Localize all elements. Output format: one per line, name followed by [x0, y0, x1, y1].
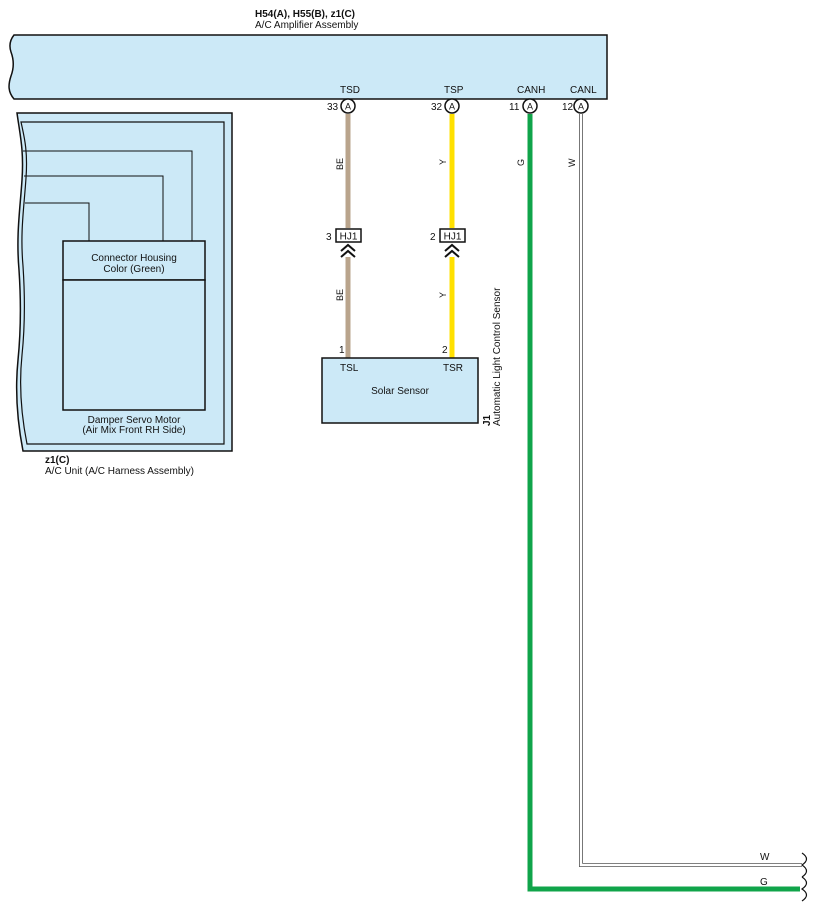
ac-internal-line-2 [24, 175, 164, 241]
wire-canh-code: G [516, 159, 526, 166]
pin-canl-number: 12 [562, 102, 574, 113]
pin-tsd-circle [340, 98, 356, 114]
ac-internal-line-1 [23, 150, 193, 241]
sensor-pin-left-terminal: TSL [340, 363, 359, 374]
damper-servo-motor-line1: Damper Servo Motor [88, 415, 181, 426]
junction-left-pin: 3 [326, 232, 332, 243]
connector-housing-box [62, 240, 206, 281]
pin-canh-terminal: CANH [517, 85, 545, 96]
connector-housing-line1: Connector Housing [91, 253, 177, 264]
break-mark-w [800, 852, 808, 878]
pin-canl-terminal: CANL [570, 85, 597, 96]
junction-left-chevron [340, 243, 356, 258]
bottom-wire-label-w: W [760, 852, 770, 863]
sensor-pin-right-terminal: TSR [443, 363, 463, 374]
ac-unit-name-label: A/C Unit (A/C Harness Assembly) [45, 466, 194, 477]
pin-tsp-terminal: TSP [444, 85, 464, 96]
wire-canh [527, 114, 800, 892]
wire-canl-outline [579, 114, 802, 867]
pin-tsp-number: 32 [431, 102, 443, 113]
ac-internal-line-3 [25, 202, 90, 241]
wire-canl [579, 114, 802, 867]
pin-tsp-connector: A [449, 102, 455, 112]
junction-left-label: HJ1 [340, 232, 358, 243]
pin-canh-number: 11 [509, 102, 520, 113]
pin-tsd-connector: A [345, 102, 351, 112]
amplifier-name-label: A/C Amplifier Assembly [255, 20, 358, 31]
wire-tsp-lower-code: Y [438, 292, 448, 298]
wire-tsd-lower-code: BE [335, 289, 345, 301]
pin-tsd-number: 33 [327, 102, 339, 113]
junction-right-box [439, 228, 466, 243]
wire-canl-code: W [567, 158, 577, 167]
wire-tsd-upper-code: BE [335, 158, 345, 170]
solar-sensor-name: Solar Sensor [371, 386, 429, 397]
damper-servo-motor-line2: (Air Mix Front RH Side) [82, 425, 185, 436]
sensor-description: Automatic Light Control Sensor [492, 287, 503, 426]
connector-housing-line2: Color (Green) [103, 264, 164, 275]
pin-canh-circle [522, 98, 538, 114]
sensor-pin-right-number: 2 [442, 345, 448, 356]
junction-right-chevron [444, 243, 460, 258]
junction-right-label: HJ1 [444, 232, 462, 243]
break-mark-g [800, 876, 808, 902]
junction-right-pin: 2 [430, 232, 436, 243]
pin-canh-connector: A [527, 102, 533, 112]
damper-servo-motor-box [62, 279, 206, 411]
pin-tsp-circle [444, 98, 460, 114]
pin-canl-circle [573, 98, 589, 114]
amplifier-box [8, 34, 608, 100]
pin-canl-connector: A [578, 102, 584, 112]
bottom-wire-label-g: G [760, 877, 768, 888]
wire-tsp-upper-code: Y [438, 159, 448, 165]
ac-unit-inner-outline [20, 121, 225, 445]
sensor-connector-id: J1 [482, 414, 493, 426]
ac-unit-connector-label: z1(C) [45, 455, 69, 466]
amplifier-connectors-label: H54(A), H55(B), z1(C) [255, 9, 355, 20]
pin-tsd-terminal: TSD [340, 85, 360, 96]
junction-left-box [335, 228, 362, 243]
sensor-pin-left-number: 1 [339, 345, 345, 356]
solar-sensor-box [321, 357, 479, 424]
